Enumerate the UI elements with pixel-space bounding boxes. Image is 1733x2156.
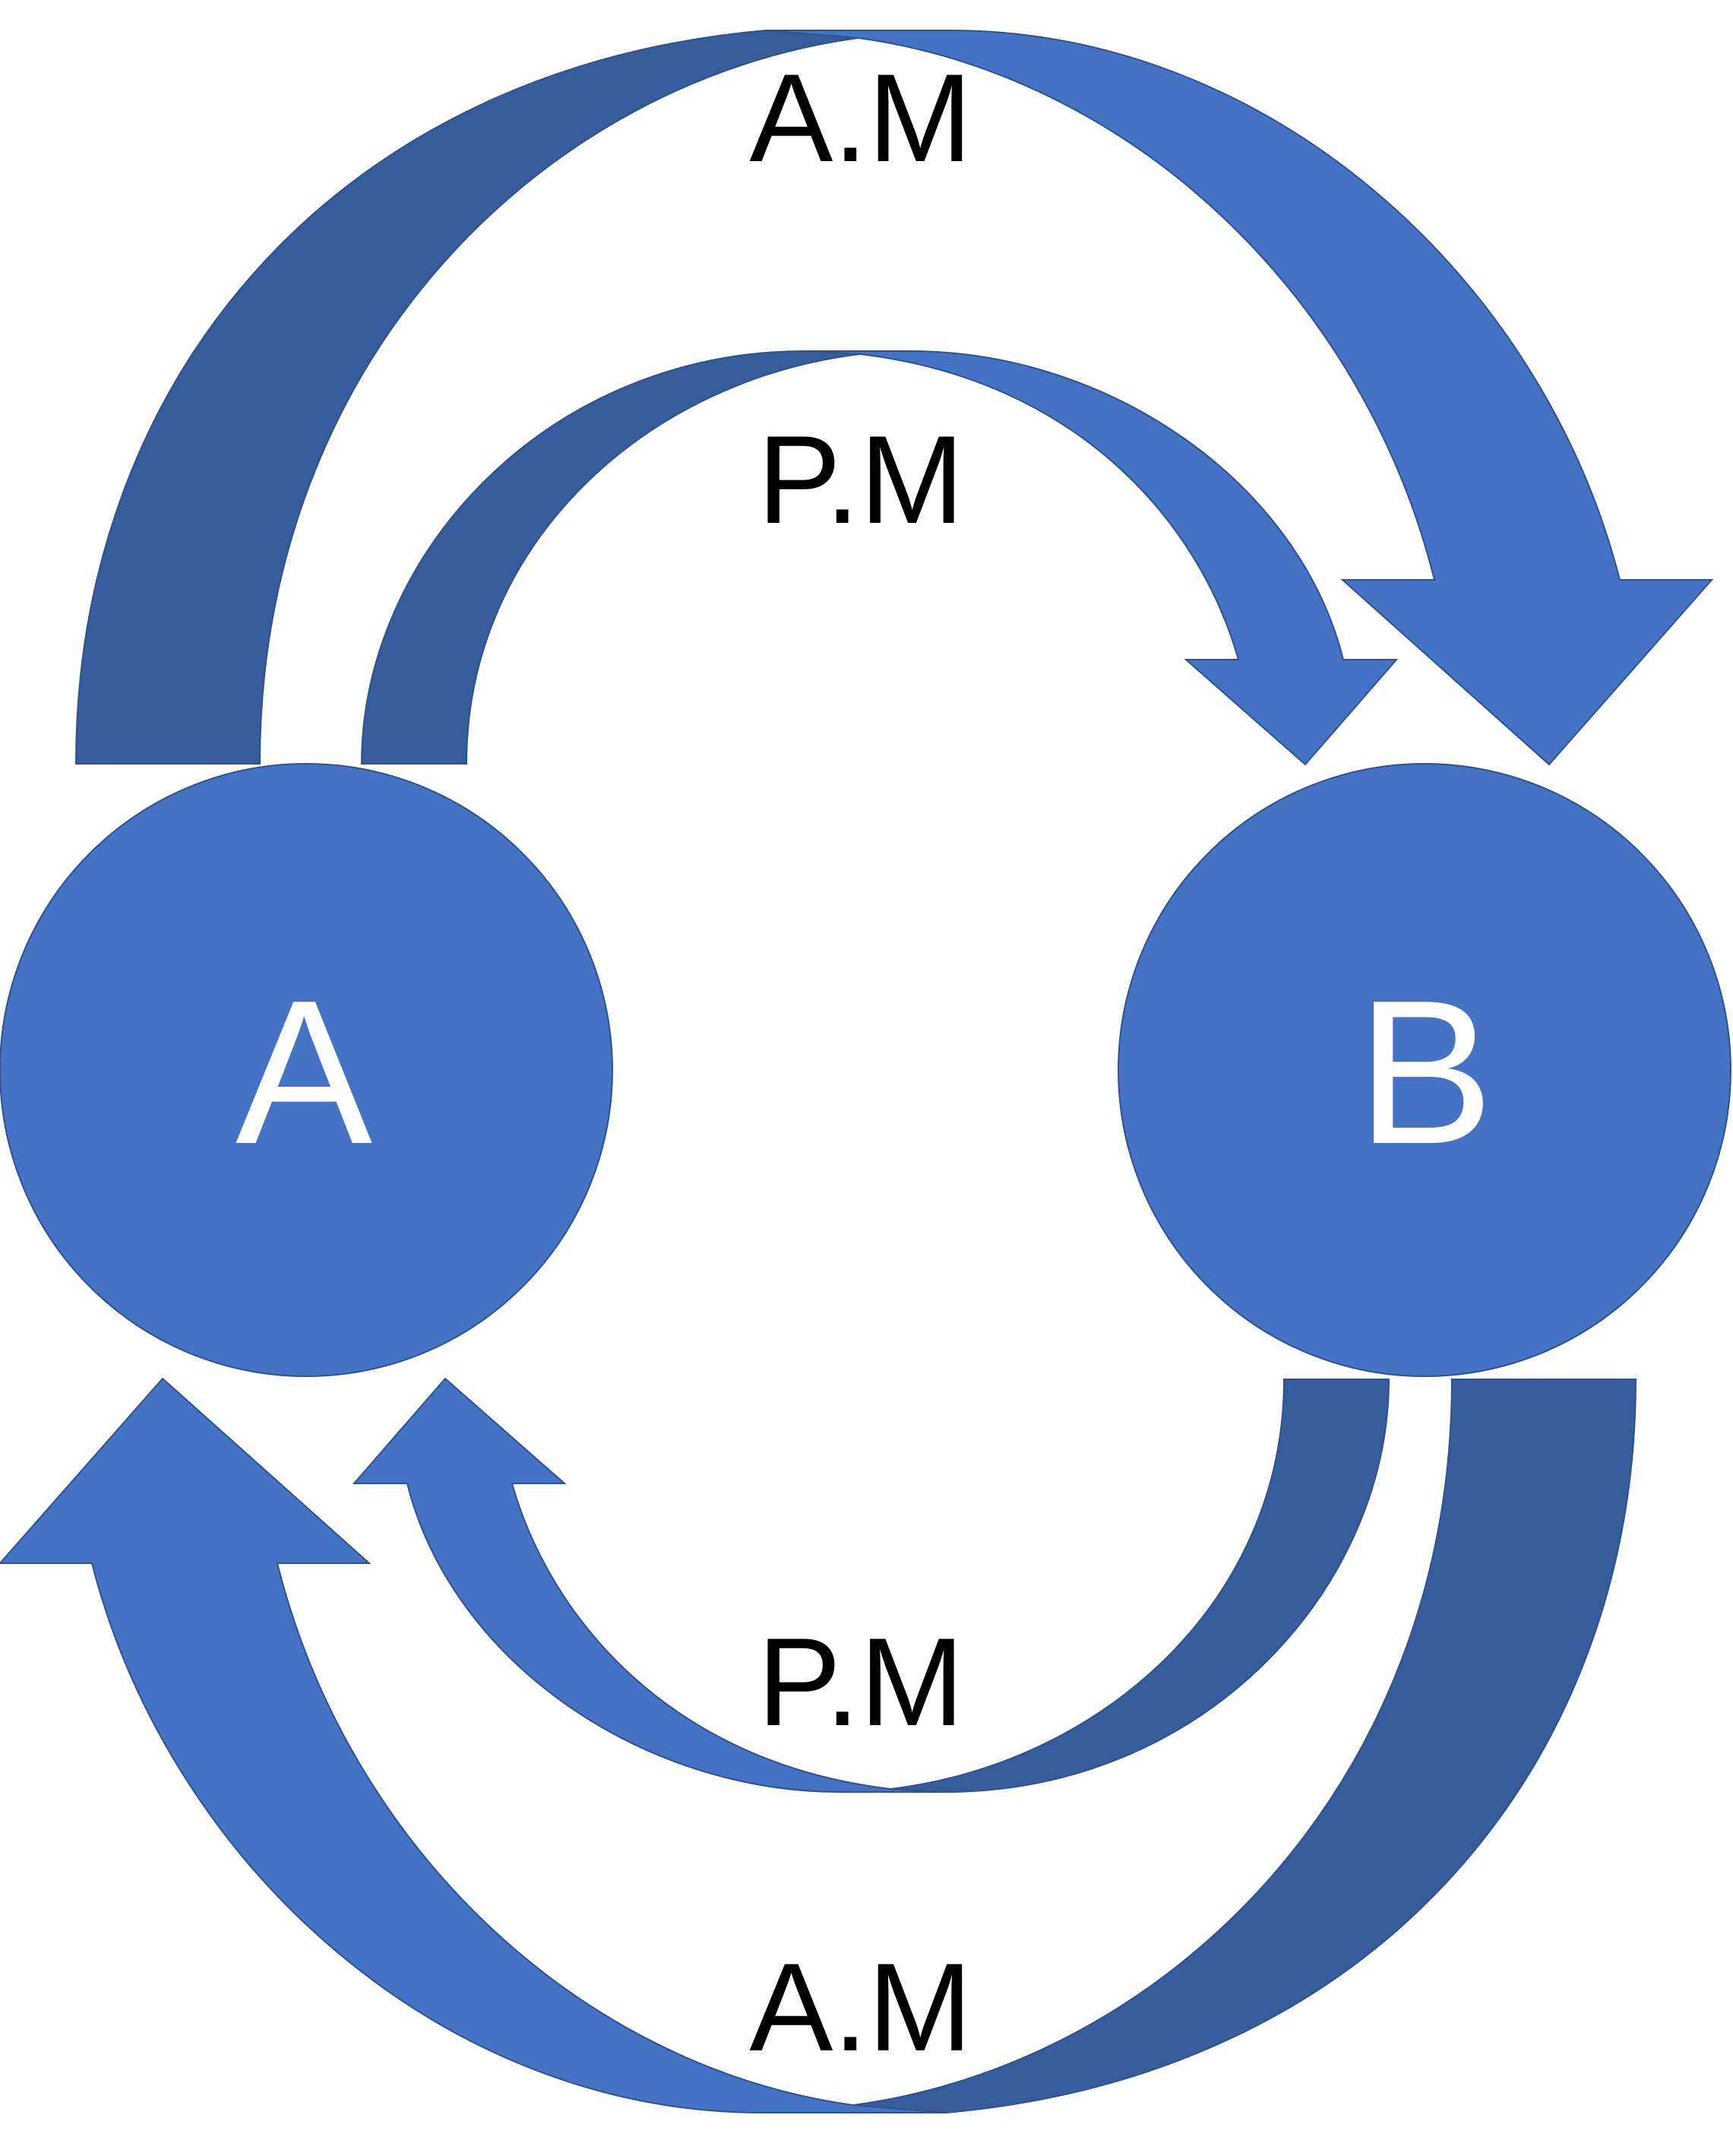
arrow-bottom-inner-head (352, 1377, 946, 1793)
arrow-bottom-inner-tail (890, 1379, 1390, 1793)
node-a-circle (0, 763, 613, 1377)
arrow-top-inner-head (805, 350, 1399, 766)
edge-label-bottom-outer: A.M (749, 1937, 972, 2077)
node-a: A (0, 763, 613, 1377)
node-b: B (1118, 763, 1731, 1377)
node-a-label: A (236, 958, 373, 1187)
arrow-top-inner (360, 350, 1399, 766)
arrow-bottom-outer (0, 1377, 1637, 2113)
arrow-bottom-inner (352, 1377, 1390, 1793)
node-b-label: B (1357, 958, 1494, 1187)
edge-label-bottom-inner: P.M (757, 1612, 964, 1752)
arrow-top-outer-head (765, 30, 1714, 766)
arrow-top-outer (74, 30, 1714, 766)
node-b-circle (1118, 763, 1731, 1377)
edge-label-top-outer: A.M (749, 48, 972, 188)
arrow-bottom-outer-head (0, 1377, 947, 2113)
edge-label-top-inner: P.M (757, 410, 964, 549)
